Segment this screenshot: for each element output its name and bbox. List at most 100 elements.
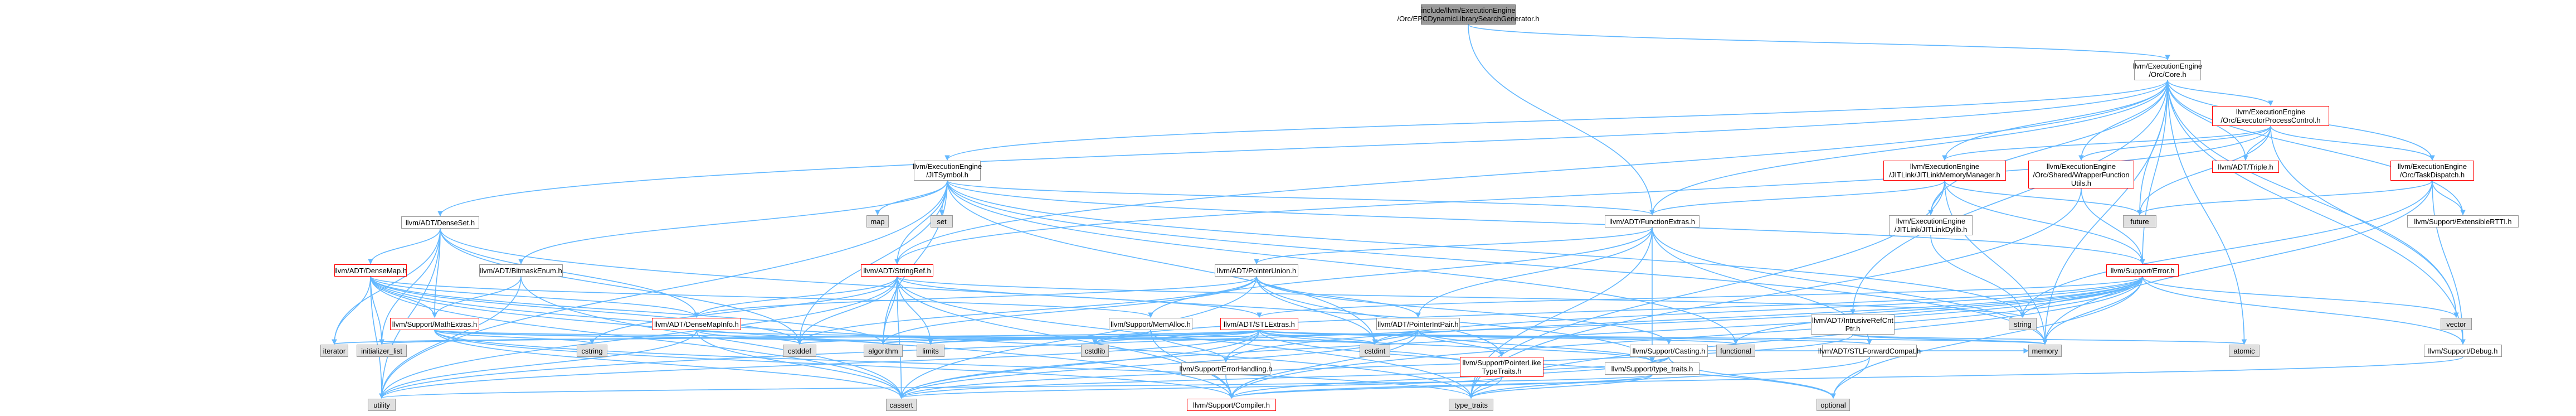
edge-core-stringref: [894, 80, 2168, 264]
node-future[interactable]: future: [2123, 215, 2156, 228]
node-pointer-union[interactable]: llvm/ADT/PointerUnion.h: [1215, 264, 1298, 277]
edge-stlextras-errhandling: [1223, 330, 1260, 362]
node-support-type-traits[interactable]: llvm/Support/type_traits.h: [1605, 362, 1700, 375]
node-memory[interactable]: memory: [2028, 345, 2062, 357]
node-cstdint[interactable]: cstdint: [1360, 345, 1390, 357]
node-math-extras[interactable]: llvm/Support/MathExtras.h: [390, 318, 479, 330]
node-denseset[interactable]: llvm/ADT/DenseSet.h: [401, 216, 479, 229]
edge-ptrunion-cstdint: [1256, 276, 1378, 345]
node-compiler[interactable]: llvm/Support/Compiler.h: [1187, 399, 1276, 411]
node-string[interactable]: string: [2009, 318, 2037, 330]
node-set[interactable]: set: [931, 215, 953, 228]
node-bitmask-enum[interactable]: llvm/ADT/BitmaskEnum.h: [479, 264, 563, 277]
edge-densemapinfo-cassert: [696, 330, 904, 399]
edge-ptrintpair-compiler: [1229, 330, 1419, 399]
node-functional[interactable]: functional: [1716, 345, 1755, 357]
node-limits[interactable]: limits: [917, 345, 944, 357]
node-pointer-like-type-traits[interactable]: llvm/Support/PointerLike TypeTraits.h: [1460, 357, 1543, 377]
edge-epc-future: [2137, 125, 2271, 215]
node-support-error[interactable]: llvm/Support/Error.h: [2106, 264, 2179, 277]
edge-jitsymbol-algorithm: [880, 180, 948, 345]
node-optional[interactable]: optional: [1817, 399, 1850, 411]
edge-typetraitsH-utility: [379, 374, 1653, 399]
edge-funcextras-ptrunion: [1254, 227, 1653, 264]
edge-stringref-algorithm: [880, 276, 898, 345]
edge-error-cstdlib: [1092, 276, 2143, 345]
node-intrusive-refcnt-ptr[interactable]: llvm/ADT/IntrusiveRefCnt Ptr.h: [1811, 315, 1895, 335]
edge-mathextras-cassert: [434, 330, 904, 399]
edge-epc-stringref: [894, 125, 2271, 264]
edge-core-jitsymbol: [944, 80, 2168, 161]
edge-jitlinkmm-funcextras: [1649, 180, 1945, 215]
edge-densesetH-cstddef: [440, 228, 802, 345]
edge-error-errhandling: [1223, 276, 2143, 362]
edge-error-stlextras: [1257, 276, 2143, 318]
node-algorithm[interactable]: algorithm: [864, 345, 903, 357]
edge-root-funcextras: [1468, 24, 1655, 215]
node-iterator[interactable]: iterator: [320, 345, 348, 357]
edge-root-core: [1468, 24, 2170, 60]
node-pointer-int-pair[interactable]: llvm/ADT/PointerIntPair.h: [1376, 318, 1460, 330]
node-stl-forward-compat[interactable]: llvm/ADT/STLForwardCompat.h: [1818, 345, 1921, 357]
edge-epc-wrapper: [2078, 125, 2271, 161]
node-orc-core[interactable]: llvm/ExecutionEngine /Orc/Core.h: [2133, 60, 2202, 80]
node-densemap-info[interactable]: llvm/ADT/DenseMapInfo.h: [652, 318, 741, 330]
node-root-header[interactable]: include/llvm/ExecutionEngine /Orc/EPCDyn…: [1397, 4, 1540, 25]
edge-stringref-cstring: [589, 276, 898, 345]
edge-jitsymbol-utility: [379, 180, 948, 399]
edge-funcextras-ptrintpair: [1415, 227, 1653, 318]
edge-jitsymbol-map: [875, 180, 948, 215]
node-atomic[interactable]: atomic: [2229, 345, 2260, 357]
node-extensible-rtti[interactable]: llvm/Support/ExtensibleRTTI.h: [2407, 215, 2519, 228]
node-stl-extras[interactable]: llvm/ADT/STLExtras.h: [1220, 318, 1298, 330]
node-triple[interactable]: llvm/ADT/Triple.h: [2212, 161, 2279, 173]
edge-densemap-densemapinfo: [370, 276, 699, 318]
edge-jitlinkmm-error: [1944, 180, 2145, 264]
edge-taskdispatch-string: [2020, 180, 2433, 318]
node-vector[interactable]: vector: [2441, 318, 2472, 330]
node-executor-process-control[interactable]: llvm/ExecutionEngine /Orc/ExecutorProces…: [2212, 106, 2329, 126]
edge-ptrintpair-ptrliketypes: [1418, 330, 1504, 357]
node-utility[interactable]: utility: [368, 399, 396, 411]
node-type-traits[interactable]: type_traits: [1449, 399, 1493, 411]
node-jitlink-dylib[interactable]: llvm/ExecutionEngine /JITLink/JITLinkDyl…: [1889, 215, 1973, 235]
node-casting[interactable]: llvm/Support/Casting.h: [1630, 345, 1708, 357]
edge-densemap-iterator: [332, 276, 371, 345]
edge-layer: [332, 24, 2466, 399]
edge-stlextras-memory: [1259, 330, 2047, 345]
node-error-handling[interactable]: llvm/Support/ErrorHandling.h: [1180, 362, 1272, 375]
edge-jitsymbol-funcextras: [947, 180, 1655, 215]
edge-jitsymbol-error: [947, 180, 2145, 264]
edge-core-extrtti: [2167, 80, 2466, 215]
node-stringref[interactable]: llvm/ADT/StringRef.h: [861, 264, 933, 277]
node-jitsymbol[interactable]: llvm/ExecutionEngine /JITSymbol.h: [913, 161, 982, 181]
edge-ptrintpair-limits: [928, 330, 1419, 345]
edge-ptrunion-algorithm: [880, 276, 1257, 345]
edge-ptrunion-cstddef: [797, 276, 1257, 345]
edge-densemap-algorithm: [370, 276, 886, 345]
node-cstdlib[interactable]: cstdlib: [1081, 345, 1109, 357]
node-task-dispatch[interactable]: llvm/ExecutionEngine /Orc/TaskDispatch.h: [2390, 161, 2474, 181]
edge-densemap-memalloc: [370, 276, 1153, 318]
node-wrapper-function-utils[interactable]: llvm/ExecutionEngine /Orc/Shared/Wrapper…: [2028, 161, 2134, 188]
node-mem-alloc[interactable]: llvm/Support/MemAlloc.h: [1109, 318, 1192, 330]
edge-error-utility: [379, 276, 2143, 399]
node-initializer-list[interactable]: initializer_list: [357, 345, 407, 357]
node-cstring[interactable]: cstring: [577, 345, 607, 357]
node-densemap[interactable]: llvm/ADT/DenseMap.h: [334, 264, 407, 277]
edge-stlextras-initlist: [379, 330, 1260, 345]
node-jitlink-memory-manager[interactable]: llvm/ExecutionEngine /JITLink/JITLinkMem…: [1883, 161, 2006, 181]
edge-stlextras-cassert: [898, 330, 1260, 399]
edge-error-cstdint: [1372, 276, 2143, 345]
edge-core-error: [2140, 80, 2168, 264]
edge-taskdispatch-extrtti: [2432, 180, 2466, 215]
node-cstddef[interactable]: cstddef: [783, 345, 816, 357]
node-map[interactable]: map: [866, 215, 889, 228]
edge-ptrunion-ptrliketypes: [1256, 276, 1504, 357]
edge-core-epc: [2167, 80, 2273, 106]
edge-ptrintpair-cassert: [898, 330, 1419, 399]
node-cassert[interactable]: cassert: [886, 399, 917, 411]
node-debug[interactable]: llvm/Support/Debug.h: [2424, 345, 2502, 357]
node-function-extras[interactable]: llvm/ADT/FunctionExtras.h: [1605, 215, 1700, 228]
edge-taskdispatch-memory: [2042, 180, 2433, 345]
